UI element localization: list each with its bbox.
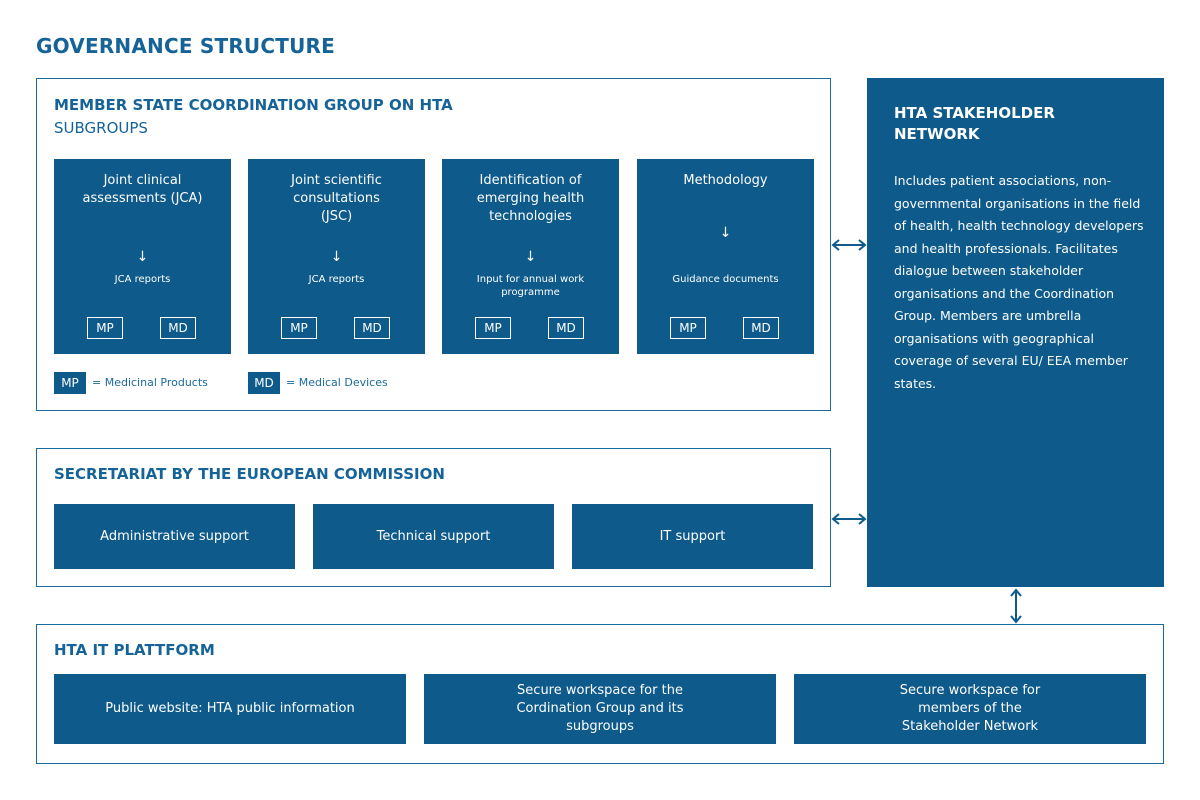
subgroup-title: Joint scientific consultations (JSC): [291, 173, 382, 224]
down-arrow-icon: ↓: [330, 249, 343, 265]
tag-mp: MP: [670, 317, 706, 339]
down-arrow-icon: ↓: [524, 249, 537, 265]
tag-mp: MP: [87, 317, 123, 339]
tag-md: MD: [548, 317, 584, 339]
technical-support-box: Technical support: [313, 504, 554, 569]
subgroup-output: Input for annual work programme: [476, 274, 585, 298]
subgroup-methodology: Methodology ↓ Guidance documents MP MD: [637, 159, 814, 354]
double-arrow-icon: [831, 513, 867, 525]
stakeholder-workspace-box: Secure workspace for members of the Stak…: [794, 674, 1146, 744]
down-arrow-icon: ↓: [719, 225, 732, 241]
double-arrow-icon: [831, 239, 867, 251]
subgroup-title: Identification of emerging health techno…: [476, 173, 585, 224]
subgroup-output: Guidance documents: [672, 274, 779, 285]
legend-md-box: MD: [248, 372, 280, 394]
stakeholder-network-description: Includes patient associations, non-gover…: [894, 173, 1144, 391]
stakeholder-network-panel: HTA STAKEHOLDER NETWORK Includes patient…: [867, 78, 1164, 587]
tag-md: MD: [160, 317, 196, 339]
tag-md: MD: [743, 317, 779, 339]
subgroup-emerging-tech: Identification of emerging health techno…: [442, 159, 619, 354]
coordination-workspace-box: Secure workspace for the Cordination Gro…: [424, 674, 776, 744]
legend-mp-text: = Medicinal Products: [92, 376, 208, 389]
subgroup-output: JCA reports: [308, 274, 365, 285]
vertical-double-arrow-icon: [1010, 588, 1022, 624]
subgroup-title: Methodology: [683, 173, 768, 188]
tag-mp: MP: [281, 317, 317, 339]
page-title: GOVERNANCE STRUCTURE: [36, 34, 335, 58]
subgroup-title: Joint clinical assessments (JCA): [82, 173, 203, 206]
public-website-box: Public website: HTA public information: [54, 674, 406, 744]
tag-md: MD: [354, 317, 390, 339]
legend-mp-box: MP: [54, 372, 86, 394]
down-arrow-icon: ↓: [136, 249, 149, 265]
stakeholder-network-title: HTA STAKEHOLDER NETWORK: [894, 104, 1055, 143]
it-support-box: IT support: [572, 504, 813, 569]
it-platform-title: HTA IT PLATTFORM: [54, 641, 215, 659]
secretariat-title: SECRETARIAT BY THE EUROPEAN COMMISSION: [54, 465, 445, 483]
subgroups-subtitle: SUBGROUPS: [54, 119, 148, 137]
subgroup-jca: Joint clinical assessments (JCA) ↓ JCA r…: [54, 159, 231, 354]
administrative-support-box: Administrative support: [54, 504, 295, 569]
coordination-group-title: MEMBER STATE COORDINATION GROUP ON HTA: [54, 96, 453, 114]
tag-mp: MP: [475, 317, 511, 339]
legend-md-text: = Medical Devices: [286, 376, 388, 389]
subgroup-output: JCA reports: [114, 274, 171, 285]
subgroup-jsc: Joint scientific consultations (JSC) ↓ J…: [248, 159, 425, 354]
